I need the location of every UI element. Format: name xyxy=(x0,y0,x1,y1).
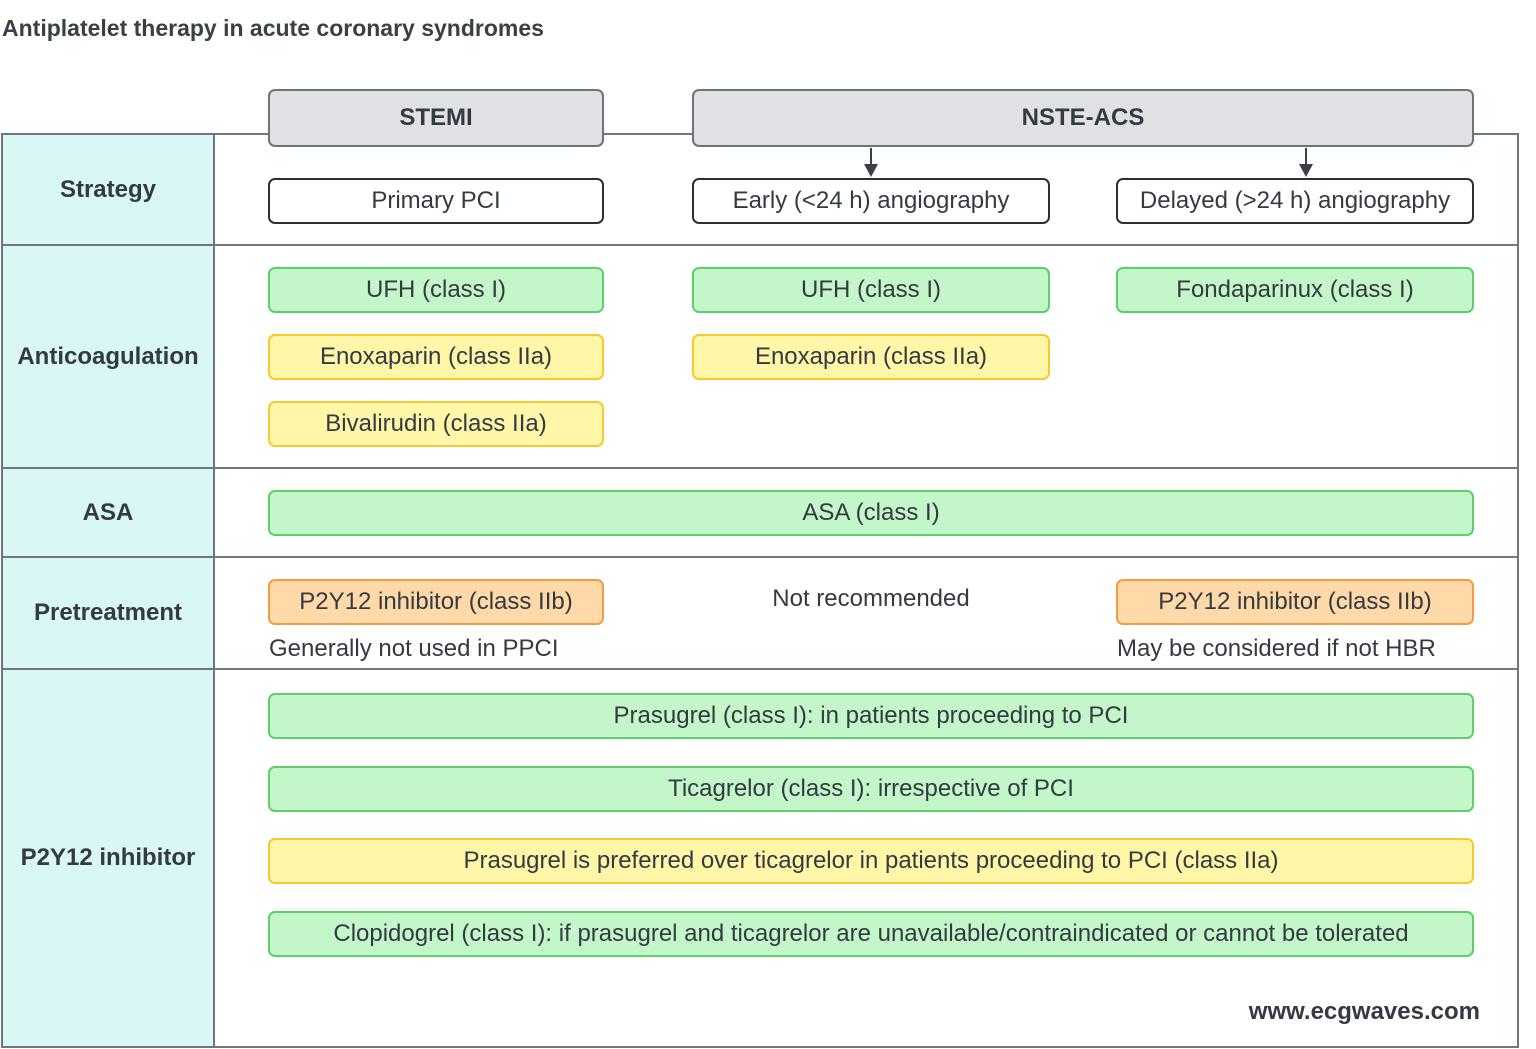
strategy-delayed-angiography: Delayed (>24 h) angiography xyxy=(1116,178,1474,224)
ticagrelor-box: Ticagrelor (class I): irrespective of PC… xyxy=(268,766,1474,812)
asa-box: ASA (class I) xyxy=(268,490,1474,536)
clopidogrel-box: Clopidogrel (class I): if prasugrel and … xyxy=(268,911,1474,957)
stemi-enoxaparin-box: Enoxaparin (class IIa) xyxy=(268,334,604,380)
delayed-pretreatment-box: P2Y12 inhibitor (class IIb) xyxy=(1116,579,1474,625)
stemi-bivalirudin-box: Bivalirudin (class IIa) xyxy=(268,401,604,447)
row-label-asa: ASA xyxy=(82,498,134,526)
strategy-primary-pci: Primary PCI xyxy=(268,178,604,224)
column-header-nste-acs: NSTE-ACS xyxy=(692,89,1474,147)
stemi-pretreatment-box: P2Y12 inhibitor (class IIb) xyxy=(268,579,604,625)
prasugrel-box: Prasugrel (class I): in patients proceed… xyxy=(268,693,1474,739)
arrow-head-icon xyxy=(864,164,878,177)
early-enoxaparin-box: Enoxaparin (class IIa) xyxy=(692,334,1050,380)
row-divider xyxy=(1,556,1519,558)
website-footer: www.ecgwaves.com xyxy=(1248,998,1480,1025)
delayed-pretreatment-note: May be considered if not HBR xyxy=(1117,635,1436,662)
stemi-pretreatment-note: Generally not used in PPCI xyxy=(269,635,559,662)
column-header-stemi: STEMI xyxy=(268,89,604,147)
stemi-ufh-box: UFH (class I) xyxy=(268,267,604,313)
row-divider xyxy=(1,668,1519,670)
row-label-anticoagulation: Anticoagulation xyxy=(17,342,199,370)
row-label-p2y12: P2Y12 inhibitor xyxy=(20,844,196,871)
strategy-early-angiography: Early (<24 h) angiography xyxy=(692,178,1050,224)
row-divider xyxy=(1,467,1519,469)
row-label-strategy: Strategy xyxy=(59,175,157,203)
row-label-column xyxy=(1,133,215,1048)
row-label-pretreatment: Pretreatment xyxy=(33,599,183,626)
prasugrel-preferred-box: Prasugrel is preferred over ticagrelor i… xyxy=(268,838,1474,884)
diagram-title: Antiplatelet therapy in acute coronary s… xyxy=(2,15,544,41)
early-ufh-box: UFH (class I) xyxy=(692,267,1050,313)
arrow-head-icon xyxy=(1299,164,1313,177)
row-divider xyxy=(1,244,1519,246)
early-pretreatment-note: Not recommended xyxy=(772,585,970,612)
delayed-fondaparinux-box: Fondaparinux (class I) xyxy=(1116,267,1474,313)
